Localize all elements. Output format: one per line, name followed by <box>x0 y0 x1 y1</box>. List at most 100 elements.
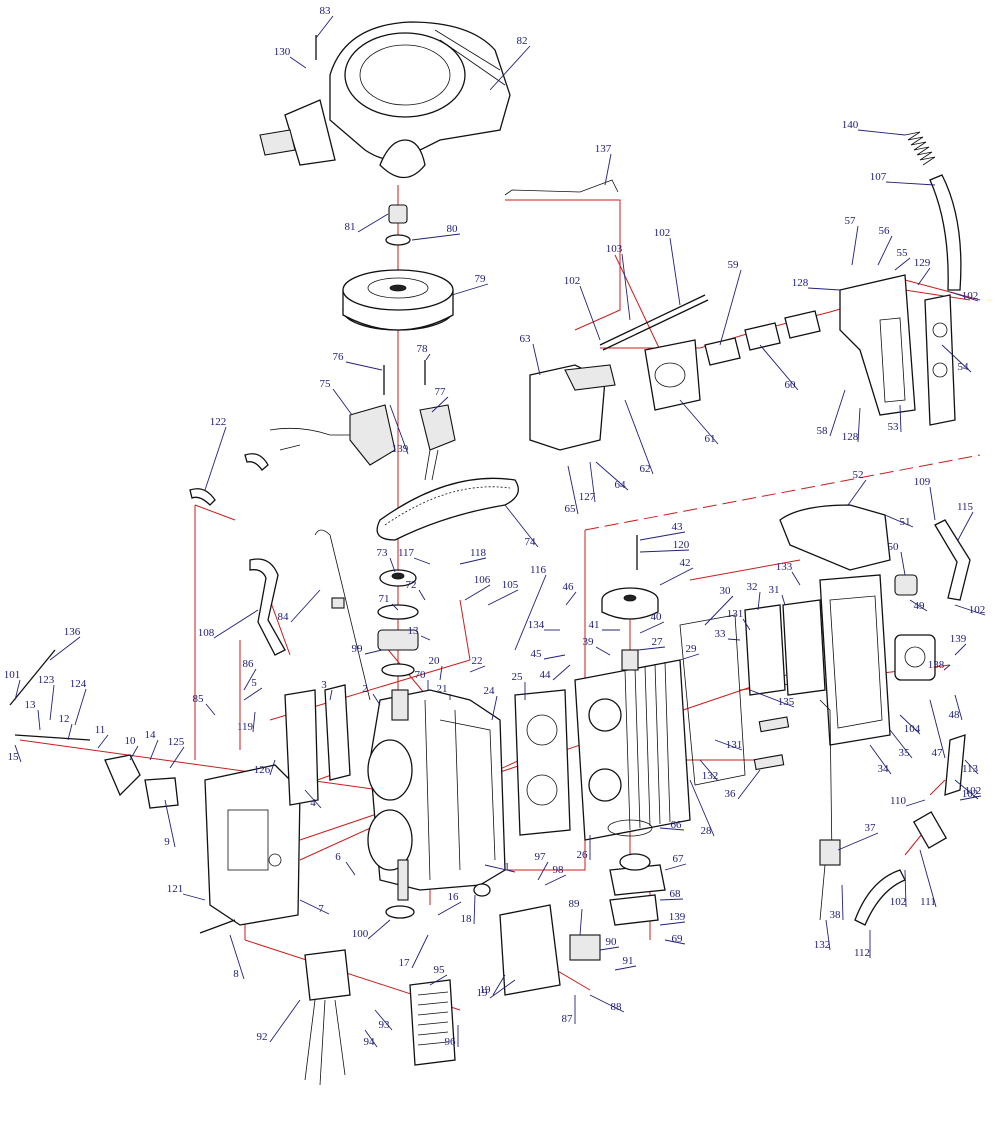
callout-leader <box>149 739 159 761</box>
part-number-label: 38 <box>830 909 842 921</box>
part-number-label: 120 <box>673 539 690 551</box>
callout-leader <box>439 665 443 681</box>
part-number-label: 4 <box>310 797 316 809</box>
part-number-label: 93 <box>379 1019 391 1031</box>
part-number-label: 119 <box>237 721 254 733</box>
cdi-92 <box>304 949 351 1086</box>
part-number-label: 132 <box>702 770 719 782</box>
callout-leader <box>829 389 846 437</box>
callout-leader <box>929 699 946 759</box>
part-number-label: 12 <box>59 713 70 725</box>
part-number-label: 110 <box>890 795 907 807</box>
part-number-label: 34 <box>878 763 890 775</box>
relay-89 <box>569 934 601 961</box>
part-number-label: 94 <box>364 1036 376 1048</box>
part-number-label: 66 <box>671 819 683 831</box>
callout-leader <box>345 361 383 371</box>
part-number-label: 3 <box>321 679 327 691</box>
callout-leader <box>757 591 761 611</box>
part-number-label: 32 <box>747 581 758 593</box>
gasket-54 <box>924 294 956 426</box>
part-number-label: 130 <box>274 46 291 58</box>
callout-leader <box>169 746 185 769</box>
callout-leader <box>689 779 715 837</box>
crankcase <box>367 689 506 901</box>
callout-leader <box>621 253 631 321</box>
part-number-label: 28 <box>701 825 713 837</box>
callout-leader <box>269 759 276 776</box>
rectifier-95 <box>409 979 456 1066</box>
part-number-label: 133 <box>776 561 793 573</box>
callout-leader <box>491 695 498 721</box>
part-number-label: 69 <box>672 933 684 945</box>
part-number-label: 22 <box>472 655 483 667</box>
part-number-label: 101 <box>4 669 21 681</box>
part-number-label: 127 <box>579 491 596 503</box>
callout-leader <box>659 921 686 926</box>
callout-leader <box>941 344 972 373</box>
callout-leader <box>639 549 690 553</box>
callout-leader <box>639 531 686 541</box>
camshaft-pulley-42 <box>601 587 659 620</box>
part-number-label: 19 <box>480 984 492 996</box>
callout-leader <box>429 974 448 986</box>
part-number-label: 102 <box>890 896 907 908</box>
part-number-label: 15 <box>8 751 20 763</box>
callout-leader <box>374 1009 393 1031</box>
bearing-100 <box>385 905 415 919</box>
part-number-label: 89 <box>569 898 581 910</box>
callout-leader <box>659 567 694 586</box>
callout-leader <box>949 291 979 302</box>
callout-leader <box>954 779 979 800</box>
part-number-label: 72 <box>406 579 417 591</box>
callout-leader <box>372 693 381 706</box>
callout-leader <box>459 557 487 565</box>
part-number-label: 2 <box>362 683 368 695</box>
part-number-label: 122 <box>210 416 227 428</box>
callout-leader <box>204 426 227 491</box>
callout-leader <box>364 1029 378 1048</box>
filter-111 <box>912 811 948 849</box>
callout-leader <box>413 557 431 565</box>
callout-leader <box>857 407 861 443</box>
part-number-label: 121 <box>167 883 184 895</box>
callout-leader <box>484 864 516 873</box>
part-number-label: 88 <box>611 1001 623 1013</box>
hose-112 <box>854 869 906 926</box>
part-number-label: 25 <box>512 671 524 683</box>
callout-leader <box>544 874 567 886</box>
callout-leader <box>714 739 743 751</box>
callout-leader <box>329 689 333 701</box>
hose-113 <box>944 734 966 796</box>
hose-115 <box>934 519 971 601</box>
part-number-label: 102 <box>962 290 979 302</box>
callout-leader <box>589 994 625 1013</box>
part-number-label: 47 <box>932 747 944 759</box>
callout-leader <box>847 479 867 506</box>
part-number-label: 53 <box>888 421 900 433</box>
part-number-label: 71 <box>379 593 390 605</box>
callout-leader <box>679 653 700 661</box>
callout-leader <box>49 684 55 721</box>
callout-leader <box>492 974 506 996</box>
callout-leader <box>825 919 831 951</box>
part-number-label: 76 <box>333 351 345 363</box>
callout-leader <box>579 908 583 936</box>
callout-leader <box>537 861 549 881</box>
spring-140 <box>904 131 936 166</box>
callout-leader <box>504 504 539 548</box>
part-number-label: 125 <box>168 736 185 748</box>
callout-leader <box>425 353 431 361</box>
part-number-label: 102 <box>564 275 581 287</box>
part-number-label: 26 <box>577 849 589 861</box>
part-number-label: 27 <box>652 636 664 648</box>
callout-leader <box>807 287 841 291</box>
pulley-73 <box>379 569 417 587</box>
callout-leader <box>269 999 301 1043</box>
part-number-label: 20 <box>429 655 441 667</box>
part-number-label: 37 <box>865 822 877 834</box>
part-number-label: 59 <box>728 259 740 271</box>
callout-leader <box>411 934 429 969</box>
callout-leader <box>49 636 81 661</box>
